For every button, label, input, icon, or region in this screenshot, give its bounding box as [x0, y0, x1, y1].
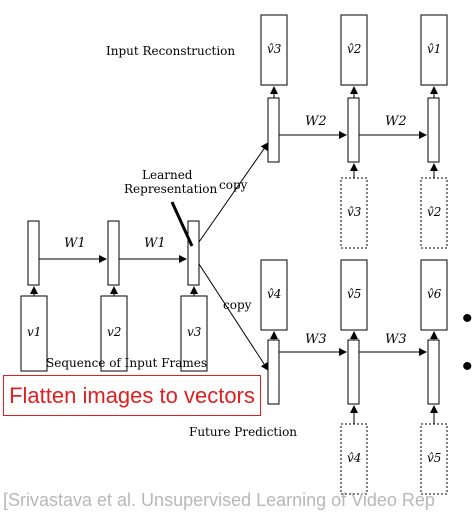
reconstruction-unit-3: [427, 97, 440, 163]
prediction-unit-1: [267, 339, 280, 405]
reconstruction-conditioning-label-1: v̂3: [347, 205, 362, 219]
sequence-of-input-frames-label: Sequence of Input Frames: [46, 356, 208, 370]
prediction-conditioning-label-1: v̂4: [347, 451, 362, 465]
encoder-unit-3: [187, 220, 200, 286]
prediction-weight-label-1: W3: [305, 332, 327, 347]
prediction-conditioning-label-2: v̂5: [427, 451, 442, 465]
copy-arrow-bottom: [198, 263, 269, 371]
flatten-callout: Flatten images to vectors: [3, 375, 261, 416]
bullet-2: •: [462, 350, 473, 383]
reconstruction-output-label-2: v̂2: [347, 42, 362, 56]
prediction-unit-2: [347, 339, 360, 405]
input-reconstruction-label: Input Reconstruction: [106, 44, 236, 58]
prediction-output-box-1: [260, 259, 288, 331]
reconstruction-output-label-1: v̂3: [267, 42, 282, 56]
reconstruction-unit-1: [267, 97, 280, 163]
learned-representation-pointer: [170, 201, 194, 247]
prediction-output-box-2: [340, 259, 368, 331]
future-prediction-label: Future Prediction: [189, 425, 298, 439]
encoder-unit-1: [27, 220, 40, 286]
copy-label-bottom: copy: [223, 298, 252, 312]
prediction-unit-3: [427, 339, 440, 405]
reconstruction-output-box-3: [420, 14, 448, 86]
encoder-input-label-2: v2: [107, 325, 122, 339]
reconstruction-output-label-3: v̂1: [427, 42, 442, 56]
reconstruction-conditioning-label-2: v̂2: [427, 205, 442, 219]
copy-arrow-top: [198, 142, 269, 243]
learned-representation-label-line2: Representation: [124, 182, 218, 196]
reconstruction-weight-label-1: W2: [305, 114, 327, 129]
prediction-output-box-3: [420, 259, 448, 331]
citation-text: [Srivastava et al. Unsupervised Learning…: [3, 490, 435, 510]
learned-representation-label-line1: Learned: [142, 168, 193, 182]
prediction-weight-label-2: W3: [385, 332, 407, 347]
reconstruction-output-box-2: [340, 14, 368, 86]
encoder-weight-label-1: W1: [64, 236, 86, 251]
reconstruction-output-box-1: [260, 14, 288, 86]
encoder-weight-label-2: W1: [144, 236, 166, 251]
encoder-input-label-3: v3: [187, 325, 202, 339]
prediction-output-label-1: v̂4: [267, 287, 282, 301]
prediction-output-label-3: v̂6: [427, 287, 442, 301]
prediction-output-label-2: v̂5: [347, 287, 362, 301]
encoder-input-label-1: v1: [27, 325, 42, 339]
bullet-1: •: [462, 302, 473, 335]
reconstruction-unit-2: [347, 97, 360, 163]
copy-label-top: copy: [219, 178, 248, 192]
reconstruction-weight-label-2: W2: [385, 114, 407, 129]
encoder-unit-2: [107, 220, 120, 286]
